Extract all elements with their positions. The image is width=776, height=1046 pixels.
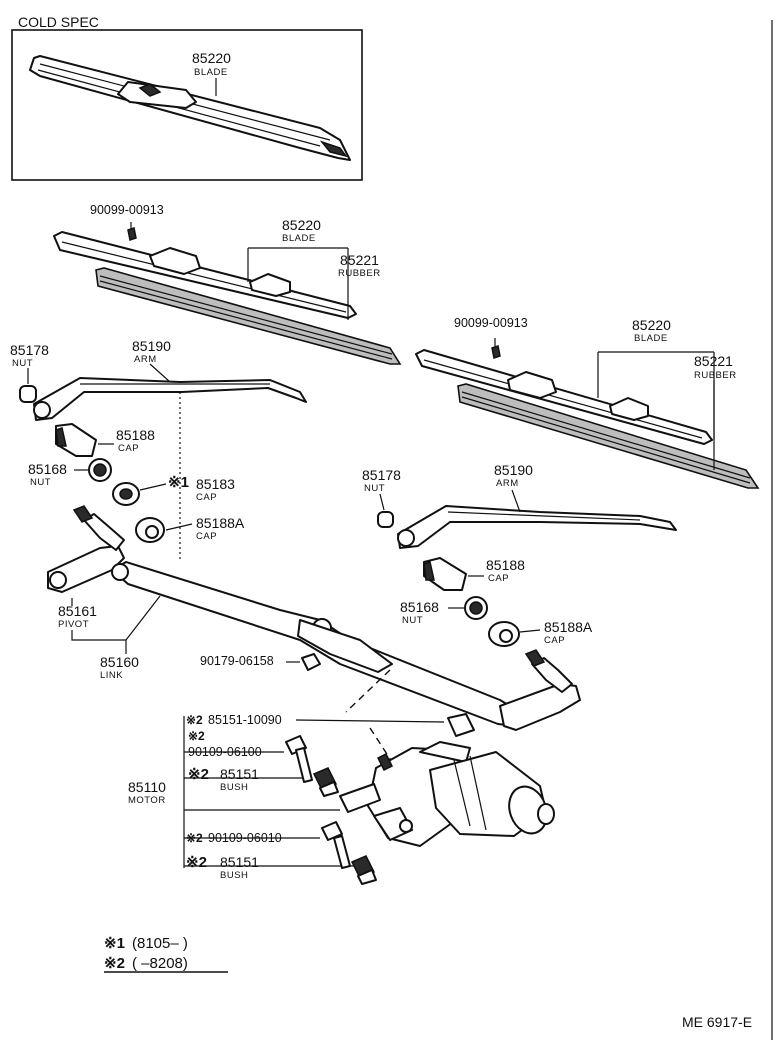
right-cap-a-drawing (488, 621, 520, 647)
right-cap-name: CAP (488, 573, 509, 584)
left-rubber-number: 85221 (340, 252, 379, 268)
left-screw-drawing (127, 222, 137, 241)
bush-lower-name: BUSH (220, 870, 248, 881)
pivot-name: PIVOT (58, 619, 89, 630)
cold-spec-inset: COLD SPEC 85220 BLADE (11, 14, 363, 181)
bush-lower-mark: ※2 (186, 854, 207, 871)
right-nut-number: 85168 (400, 599, 439, 615)
link-number: 85160 (100, 654, 139, 670)
right-cap-a-name: CAP (544, 635, 565, 646)
bolt-lower-drawing (321, 821, 351, 869)
right-nut-cap-name: NUT (364, 483, 385, 494)
right-arm-name: ARM (496, 478, 519, 489)
left-nut-cap-number: 85178 (10, 342, 49, 358)
right-nut-cap-drawing (377, 511, 394, 528)
motor-number: 85110 (128, 779, 166, 795)
motor-drawing (339, 741, 555, 847)
cap-85183-mark: ※1 (168, 474, 189, 491)
note1-mark: ※1 (104, 935, 125, 952)
left-cap-number: 85188 (116, 427, 155, 443)
left-cap-drawing (55, 423, 97, 457)
cold-spec-frame (11, 29, 363, 181)
left-rubber-drawing (95, 267, 402, 365)
right-screw-number: 90099-00913 (454, 316, 528, 330)
right-arm-group: 85178 NUT 85190 ARM 85188 CAP 85168 NUT (362, 462, 677, 647)
nut-90179-number: 90179-06158 (200, 654, 274, 668)
right-rubber-number: 85221 (694, 353, 733, 369)
left-arm-drawing (33, 377, 307, 421)
note2-mark: ※2 (104, 955, 125, 972)
right-cap-a-number: 85188A (544, 619, 593, 635)
bolt-lower-number: 90109-06010 (208, 831, 282, 845)
right-rubber-drawing (457, 383, 760, 489)
nut-85151-10090-number: 85151-10090 (208, 713, 282, 727)
left-nut-name: NUT (30, 477, 51, 488)
linkage-group: 85161 PIVOT 85160 LINK 90179-06158 (47, 505, 581, 731)
left-blade-number: 85220 (282, 217, 321, 233)
right-blade-number: 85220 (632, 317, 671, 333)
cap-85183-name: CAP (196, 492, 217, 503)
bush-upper-name: BUSH (220, 782, 248, 793)
right-nut-name: NUT (402, 615, 423, 626)
nut-90179-drawing (301, 653, 321, 671)
left-nut-drawing (88, 458, 112, 482)
link-drawing (111, 561, 581, 731)
right-arm-number: 85190 (494, 462, 533, 478)
motor-name: MOTOR (128, 795, 166, 806)
bolt-upper-mark: ※2 (188, 729, 205, 743)
left-nut-cap-name: NUT (12, 358, 33, 369)
note2-text: ( –8208) (132, 955, 188, 972)
bolt-upper-drawing (285, 735, 313, 783)
motor-group: ※2 85151-10090 85110 MOTOR (128, 669, 555, 885)
right-cap-number: 85188 (486, 557, 525, 573)
cold-spec-blade-drawing (29, 55, 351, 161)
left-cap-a-drawing (135, 517, 165, 543)
left-nut-number: 85168 (28, 461, 67, 477)
cold-spec-blade-name: BLADE (194, 67, 228, 78)
motor-crank-dash-line (345, 669, 391, 713)
footer-code: ME 6917-E (682, 1014, 752, 1030)
right-nut-drawing (464, 596, 488, 620)
bush-lower-number: 85151 (220, 854, 259, 870)
left-arm-name: ARM (134, 354, 157, 365)
left-cap-a-name: CAP (196, 531, 217, 542)
note1-text: (8105– ) (132, 935, 188, 952)
bolt-lower-mark: ※2 (186, 831, 203, 845)
bush-lower-drawing (350, 855, 377, 885)
cold-spec-blade-number: 85220 (192, 50, 231, 66)
left-blade-drawing (53, 231, 357, 319)
nut-85151-10090-drawing (447, 713, 475, 737)
right-blade-drawing (415, 349, 713, 445)
right-blade-group: 90099-00913 85220 BLADE 85221 RUBBER (415, 316, 760, 489)
bush-upper-mark: ※2 (188, 766, 209, 783)
left-arm-number: 85190 (132, 338, 171, 354)
bolt-upper-number: 90109-06100 (188, 745, 262, 759)
cap-85183-number: 85183 (196, 476, 235, 492)
nut-85151-10090-mark: ※2 (186, 713, 203, 727)
right-rubber-name: RUBBER (694, 370, 737, 381)
bush-upper-drawing (312, 767, 339, 797)
left-rubber-name: RUBBER (338, 268, 381, 279)
left-screw-number: 90099-00913 (90, 203, 164, 217)
cap-85183-drawing (112, 482, 140, 506)
left-cap-name: CAP (118, 443, 139, 454)
right-blade-name: BLADE (634, 333, 668, 344)
pivot-number: 85161 (58, 603, 97, 619)
notes: ※1 (8105– ) ※2 ( –8208) (104, 935, 228, 973)
right-arm-drawing (397, 505, 677, 549)
bush-upper-number: 85151 (220, 766, 259, 782)
cold-spec-title: COLD SPEC (18, 14, 99, 30)
right-nut-cap-number: 85178 (362, 467, 401, 483)
left-blade-name: BLADE (282, 233, 316, 244)
left-arm-group: 85178 NUT 85190 ARM 85188 CAP 85168 NUT (10, 338, 307, 560)
left-nut-cap-drawing (19, 385, 37, 403)
right-screw-drawing (491, 338, 501, 359)
left-blade-group: 90099-00913 85220 BLADE 85221 RUBBER (53, 203, 402, 365)
pivot-drawing (47, 505, 125, 593)
left-cap-a-number: 85188A (196, 515, 245, 531)
right-cap-drawing (423, 557, 467, 591)
link-name: LINK (100, 670, 123, 681)
